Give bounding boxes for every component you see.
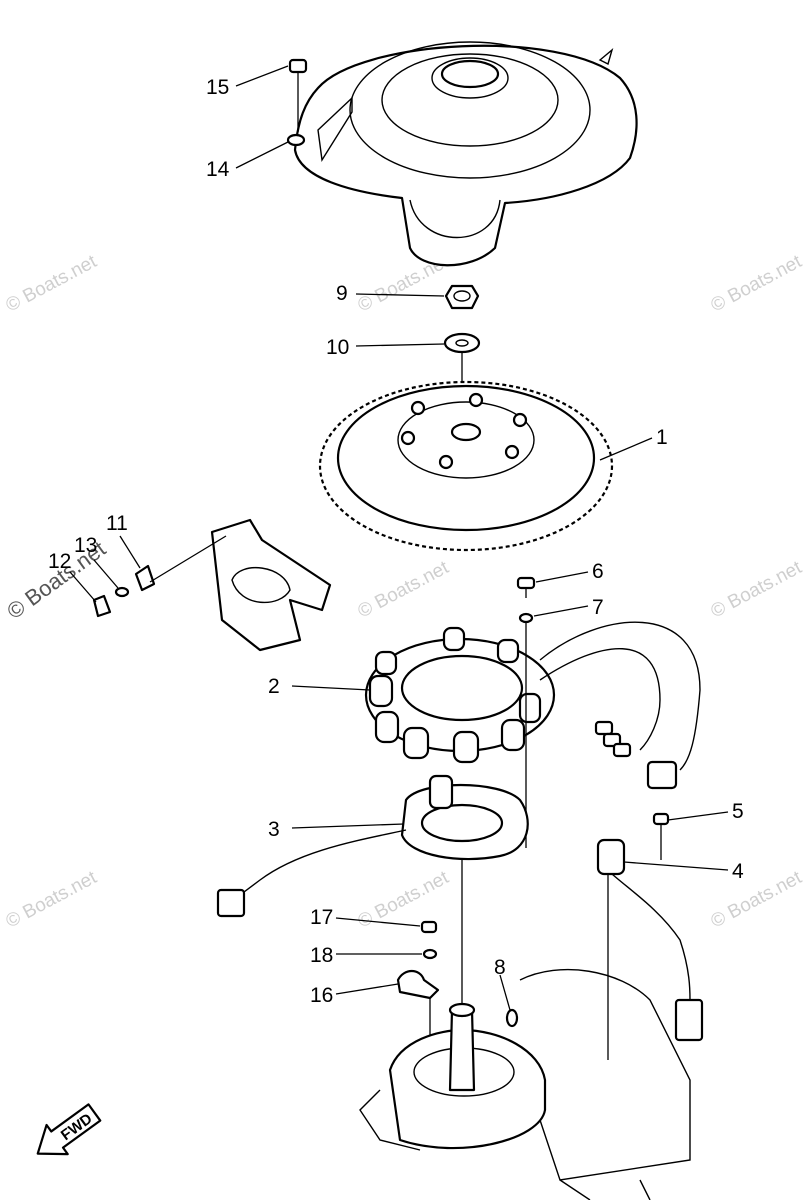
- flywheel-cover: [293, 41, 638, 267]
- callout-6: 6: [592, 560, 604, 583]
- fwd-direction-badge: FWD: [36, 1103, 102, 1156]
- callout-17: 17: [310, 906, 333, 929]
- callout-9: 9: [336, 282, 348, 305]
- callout-2: 2: [268, 675, 280, 698]
- powerhead-base: [359, 968, 691, 1200]
- flywheel-washer: [443, 332, 481, 354]
- mount-bracket: [92, 518, 332, 652]
- pulser-coil: [216, 774, 529, 918]
- watermark: © Boats.net: [2, 251, 100, 317]
- stator: [364, 621, 701, 790]
- flywheel-nut: [444, 284, 480, 310]
- woodruff-key: [505, 1008, 519, 1028]
- callout-1: 1: [656, 426, 668, 449]
- callout-16: 16: [310, 984, 333, 1007]
- callout-8: 8: [494, 956, 506, 979]
- ignition-coil: [596, 812, 704, 1060]
- watermark: © Boats.net: [2, 867, 100, 933]
- callout-labels: 1 2 3 4 5 6 7 8 9 10 11 12 13 14 15 16 1…: [48, 76, 744, 1007]
- clamp-hardware: [396, 920, 440, 1040]
- watermark: © Boats.net: [707, 867, 805, 933]
- leader-lines: [69, 65, 729, 1011]
- watermark: © Boats.net: [707, 251, 805, 317]
- callout-10: 10: [326, 336, 349, 359]
- callout-15: 15: [206, 76, 229, 99]
- callout-7: 7: [592, 596, 604, 619]
- callout-14: 14: [206, 158, 230, 181]
- callout-18: 18: [310, 944, 333, 967]
- watermark: © Boats.net: [354, 557, 452, 623]
- flywheel: [318, 380, 614, 552]
- callout-3: 3: [268, 818, 280, 841]
- watermark: © Boats.net: [707, 557, 805, 623]
- cover-bolt: [286, 58, 308, 147]
- callout-4: 4: [732, 860, 744, 883]
- callout-11: 11: [106, 512, 128, 535]
- callout-12: 12: [48, 550, 71, 573]
- callout-13: 13: [74, 534, 97, 557]
- callout-5: 5: [732, 800, 744, 823]
- watermark: © Boats.net: [354, 867, 452, 933]
